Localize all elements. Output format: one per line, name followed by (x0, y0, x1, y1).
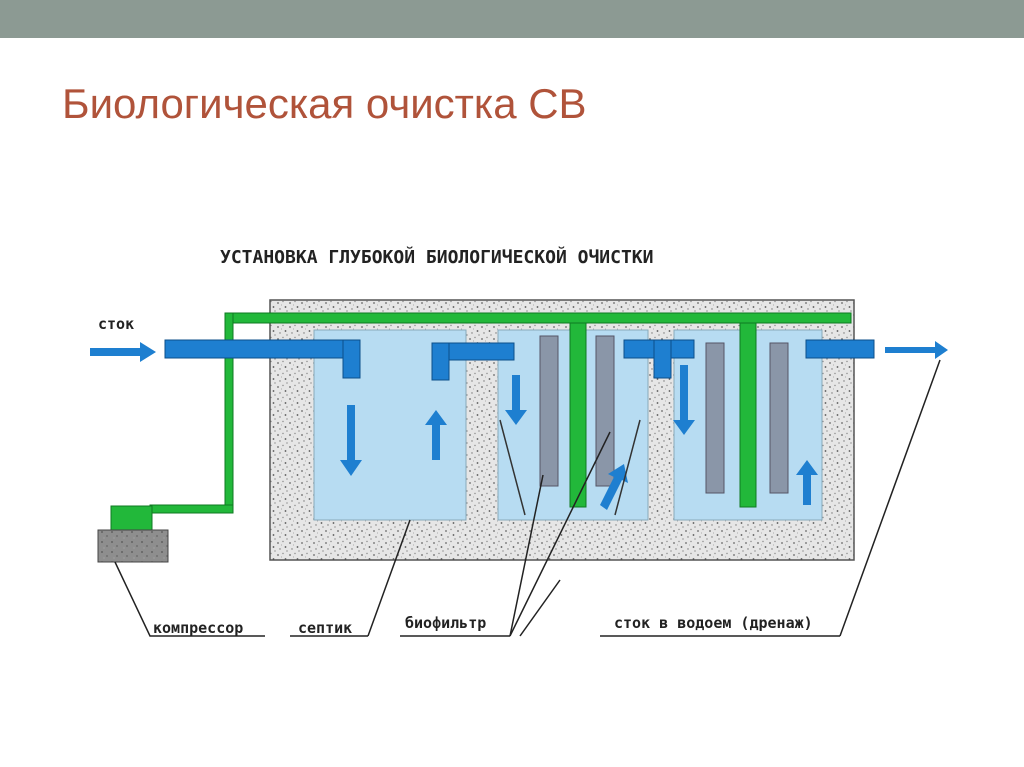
water-pipes (164, 339, 875, 381)
label-inflow: сток (98, 315, 134, 333)
label-compressor: компрессор (153, 619, 243, 637)
flow-arrows (90, 341, 948, 510)
baffle-lines (499, 419, 641, 516)
top-bar (0, 0, 1024, 38)
compressor (97, 505, 169, 563)
slide-title: Биологическая очистка СВ (62, 80, 587, 127)
filter-media (539, 335, 789, 494)
label-septic: септик (298, 619, 352, 637)
label-biofilter: биофильтр (405, 614, 486, 632)
leader-lines (114, 359, 941, 637)
air-pipe (149, 312, 852, 514)
label-outflow: сток в водоем (дренаж) (614, 614, 813, 632)
diagram-heading: УСТАНОВКА ГЛУБОКОЙ БИОЛОГИЧЕСКОЙ ОЧИСТКИ (220, 246, 653, 268)
